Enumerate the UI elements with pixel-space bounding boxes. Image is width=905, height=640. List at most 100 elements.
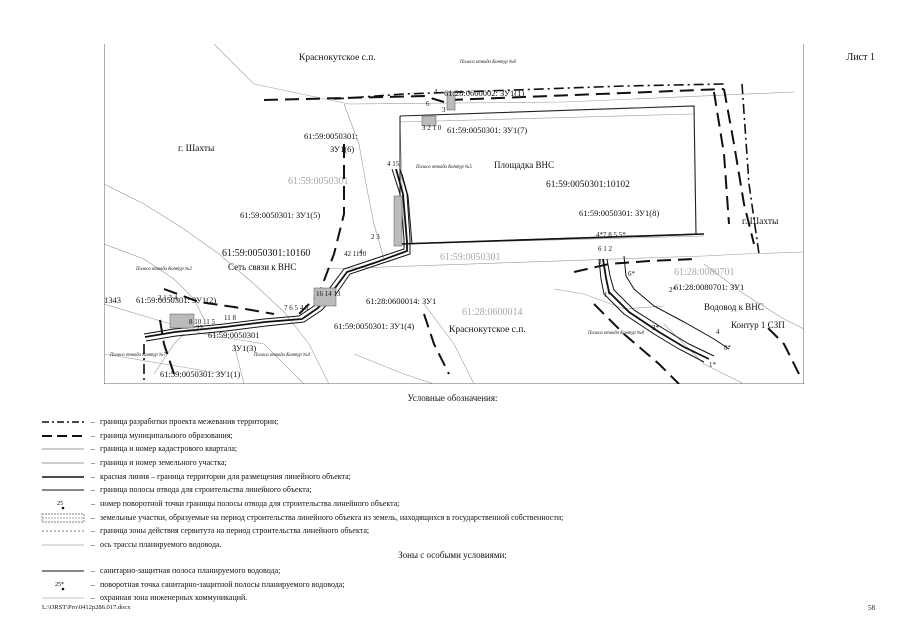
legend-dash: – xyxy=(91,430,95,440)
caption-polosa-7: Полоса отвода Контур №7 xyxy=(109,352,166,358)
hatched-parcels xyxy=(169,91,456,329)
symbol-municipal-boundary xyxy=(40,431,86,441)
label-shakhty-left: г. Шахты xyxy=(178,144,215,154)
legend-item: – санитарно-защитная полоса планируемого… xyxy=(40,564,800,578)
legend-text: охранная зона инженерных коммуникаций. xyxy=(100,593,248,603)
label-parcel-10160: 61:59:0050301:10160 xyxy=(222,248,310,259)
map-labels: Краснокутское с.п. 61:28:0600002: ЗУ1(1)… xyxy=(104,53,785,379)
svg-text:22: 22 xyxy=(196,324,204,332)
svg-text:4: 4 xyxy=(434,88,438,96)
label-vodovod: Водовод к ВНС xyxy=(704,302,764,312)
svg-text:2 1 3 4: 2 1 3 4 xyxy=(158,294,178,302)
legend-dash: – xyxy=(91,444,95,454)
svg-text:4*7 8 5 5*: 4*7 8 5 5* xyxy=(596,231,626,239)
legend-dash: – xyxy=(91,471,95,481)
legend-item: – охранная зона инженерных коммуникаций. xyxy=(40,591,800,605)
label-ploshchadka: Площадка ВНС xyxy=(494,160,554,170)
svg-text:7 6 5 4 3: 7 6 5 4 3 xyxy=(284,304,309,312)
legend-dash: – xyxy=(91,593,95,603)
svg-text:2 3: 2 3 xyxy=(371,233,380,241)
label-zu1-3-a: 61:59:0050301 xyxy=(208,330,259,340)
special-zones-legend: – санитарно-защитная полоса планируемого… xyxy=(40,564,800,605)
svg-text:1*: 1* xyxy=(604,291,612,299)
legend-dash: – xyxy=(91,457,95,467)
legend-dash: – xyxy=(91,540,95,550)
legend-dash: – xyxy=(91,416,95,426)
label-set-svyazi: Сеть связи к ВНС xyxy=(228,262,296,272)
cadastral-map: 6 4 3 3 2 1 0 4 15 2 3 4 42 1110 16 14 1… xyxy=(104,44,804,384)
symbol-state-land-parcel xyxy=(40,513,86,523)
label-zu1-1-bottom: 61:59:0050301: ЗУ1(1) xyxy=(160,369,240,379)
symbol-corridor-boundary xyxy=(40,485,86,495)
svg-text:4: 4 xyxy=(716,328,720,336)
legend-text: граница зоны действия сервитута на перио… xyxy=(100,526,370,536)
label-zu1-6-b: ЗУ1(6) xyxy=(330,144,354,154)
symbol-parcel-boundary xyxy=(40,458,86,468)
symbol-turn-point: 25 xyxy=(40,499,86,510)
page-number: 58 xyxy=(868,604,875,612)
sheet-label: Лист 1 xyxy=(846,52,875,63)
legend-dash: – xyxy=(91,526,95,536)
label-1343: 1343 xyxy=(104,295,121,305)
legend-text: красная линия – граница территории для р… xyxy=(100,471,351,481)
symbol-red-line xyxy=(40,472,86,482)
symbol-easement-zone xyxy=(40,526,86,536)
svg-text:11 8: 11 8 xyxy=(224,314,236,322)
legend-item: – граница и номер кадастрового квартала; xyxy=(40,442,800,456)
svg-text:8 10 11 5: 8 10 11 5 xyxy=(189,318,215,326)
label-zu1-1-top: 61:28:0600002: ЗУ1(1) xyxy=(444,88,524,98)
label-quarter-50301-a: 61:59:0050301 xyxy=(288,176,349,187)
svg-text:3 2 1 0: 3 2 1 0 xyxy=(422,124,442,132)
label-zu-80701: 61:28:0080701: ЗУ1 xyxy=(674,282,744,292)
legend-dash: – xyxy=(91,565,95,575)
special-point-sample: 25* xyxy=(55,582,64,588)
legend-item: – ось трассы планируемого водовода. xyxy=(40,538,800,552)
label-kontur-szp: Контур 1 СЗП xyxy=(731,320,785,330)
svg-text:2*: 2* xyxy=(669,286,677,294)
legend-item: – граница зоны действия сервитута на пер… xyxy=(40,525,800,539)
symbol-sanitary-strip xyxy=(40,566,86,576)
symbol-pipeline-axis xyxy=(40,540,86,550)
label-zu1-5: 61:59:0050301: ЗУ1(5) xyxy=(240,210,320,220)
legend-text: граница муниципального образования; xyxy=(100,430,233,440)
legend-item: – граница и номер земельного участка; xyxy=(40,456,800,470)
label-zu1-3-b: ЗУ1(3) xyxy=(232,343,256,353)
caption-polosa-5: Полоса отвода Контур №5 xyxy=(415,164,472,170)
legend-text: земельные участки, образуемые на период … xyxy=(100,512,564,522)
svg-text:1*: 1* xyxy=(709,361,717,369)
legend-item: – границa разработки проекта межевания т… xyxy=(40,415,800,429)
file-path: L:\ORST\Pro\0412p286.017.docx xyxy=(42,604,131,611)
legend: – границa разработки проекта межевания т… xyxy=(40,415,800,552)
legend-point-sample: 25 xyxy=(57,501,63,507)
municipal-boundary xyxy=(158,88,800,384)
legend-title: Условные обозначения: xyxy=(407,393,498,403)
svg-text:8*: 8* xyxy=(724,344,732,352)
label-quarter-600014: 61:28:0600014 xyxy=(462,307,523,318)
label-zu1-7: 61:59:0050301: ЗУ1(7) xyxy=(447,125,527,135)
legend-text: ось трассы планируемого водовода. xyxy=(100,540,222,550)
legend-text: граница полосы отвода для строительства … xyxy=(100,485,312,495)
legend-item: – красная линия – граница территории для… xyxy=(40,470,800,484)
label-parcel-10102: 61:59:0050301:10102 xyxy=(546,180,630,190)
symbol-project-boundary xyxy=(40,417,86,427)
svg-text:6 1 2: 6 1 2 xyxy=(598,245,613,253)
label-krasnokutskoe-bottom: Краснокутское с.п. xyxy=(449,325,526,335)
svg-text:16 14 13: 16 14 13 xyxy=(316,290,341,298)
label-zu1-6-a: 61:59:0050301: xyxy=(304,131,358,141)
legend-item: 25* – поворотная точка санитарно-защитно… xyxy=(40,578,800,592)
symbol-quarter-boundary xyxy=(40,444,86,454)
caption-polosa-8: Полоса отвода Контур №8 xyxy=(587,330,644,336)
legend-text: поворотная точка санитарно-защитной поло… xyxy=(100,579,345,589)
label-quarter-80701: 61:28:0080701 xyxy=(674,267,735,278)
legend-dash: – xyxy=(91,579,95,589)
project-boundary xyxy=(143,83,760,384)
legend-item: – граница полосы отвода для строительств… xyxy=(40,483,800,497)
cadastral-background xyxy=(104,44,804,384)
svg-text:3: 3 xyxy=(598,258,602,266)
point-numbers: 6 4 3 3 2 1 0 4 15 2 3 4 42 1110 16 14 1… xyxy=(158,88,732,369)
legend-text: граница и номер кадастрового квартала; xyxy=(100,444,238,454)
svg-text:6*: 6* xyxy=(628,270,636,278)
label-zu-600014: 61:28:0600014: ЗУ1 xyxy=(366,296,436,306)
special-zones-title: Зоны с особыми условиями: xyxy=(398,550,507,560)
